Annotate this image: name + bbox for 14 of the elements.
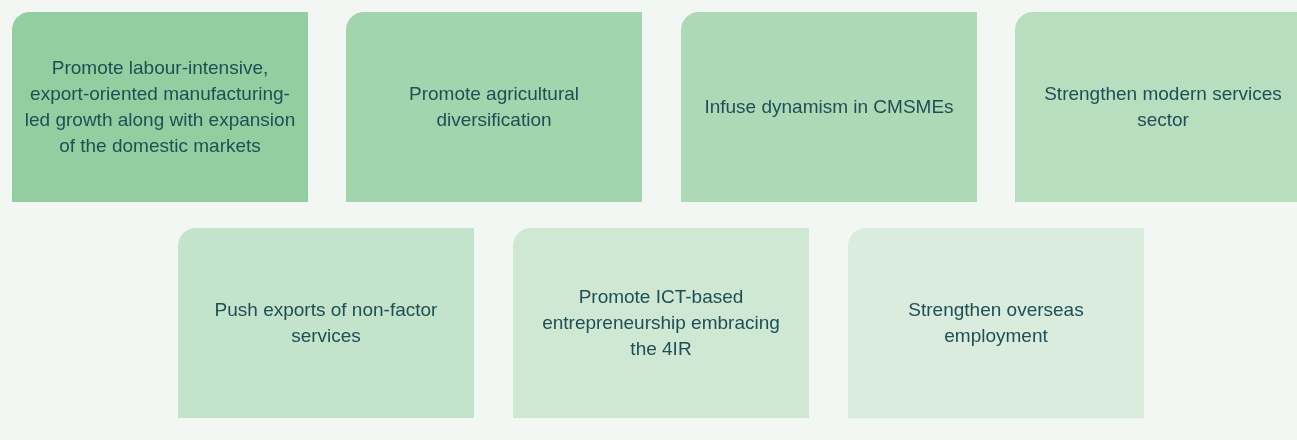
strategy-text: Promote agricultural diversification	[408, 82, 580, 132]
strategy-text: Promote labour-intensive, export-oriented manufacturing-led growth along with expansion of the domestic markets	[23, 56, 297, 158]
strategy-card	[513, 228, 809, 418]
strategy-card	[346, 12, 642, 202]
strategy-text: Push exports of non-factor services	[213, 298, 439, 348]
strategy-text: Strengthen modern services sector	[1043, 82, 1283, 132]
strategy-text: Infuse dynamism in CMSMEs	[704, 95, 954, 119]
strategy-card	[848, 228, 1144, 418]
strategy-card	[681, 12, 977, 202]
strategy-card	[12, 12, 308, 202]
strategy-text: Strengthen overseas employment	[907, 298, 1085, 348]
strategy-card	[178, 228, 474, 418]
strategy-text: Promote ICT-based entrepreneurship embracing the 4IR	[541, 285, 781, 361]
strategy-card	[1015, 12, 1297, 202]
